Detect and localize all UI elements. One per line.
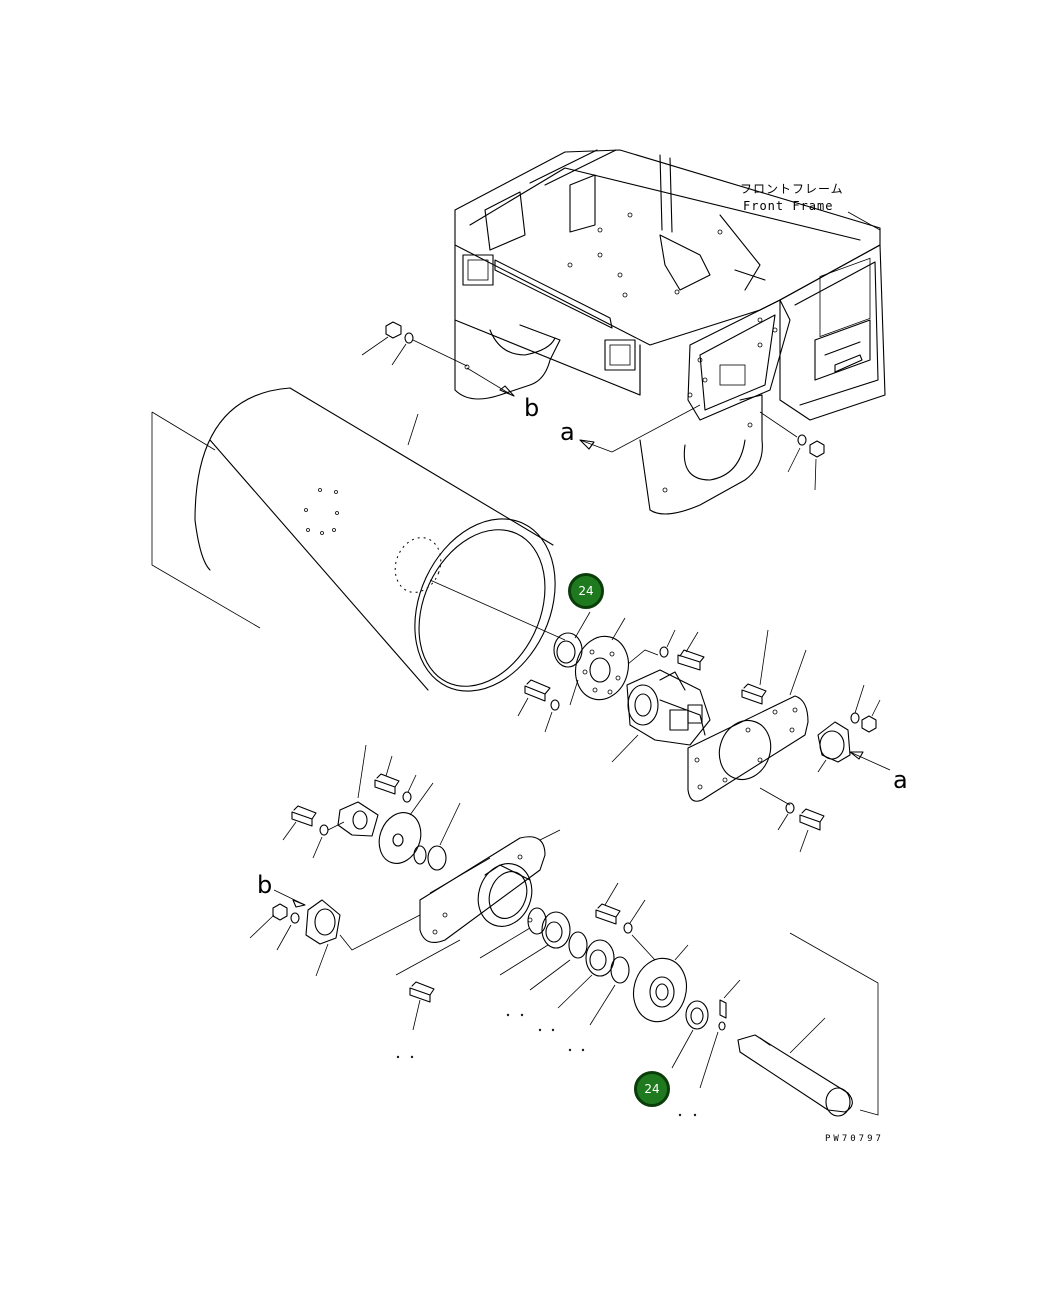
view-marker-a-right: a (893, 766, 908, 794)
frame-label-japanese: フロントフレーム (740, 182, 844, 196)
front-frame (454, 149, 886, 515)
view-marker-a-top: a (560, 418, 575, 446)
drum (151, 387, 566, 692)
upper-hub (517, 611, 891, 853)
part-callout-24-lower[interactable]: 24 (634, 1071, 670, 1107)
view-marker-b-left: b (257, 871, 273, 899)
frame-label-english: Front Frame (743, 199, 834, 213)
part-callout-24-upper[interactable]: 24 (568, 573, 604, 609)
view-marker-b-top: b (524, 394, 540, 422)
lower-left-assembly (249, 744, 879, 1117)
drawing-code: PW70797 (825, 1134, 884, 1144)
frame-fasteners-top (361, 321, 825, 491)
